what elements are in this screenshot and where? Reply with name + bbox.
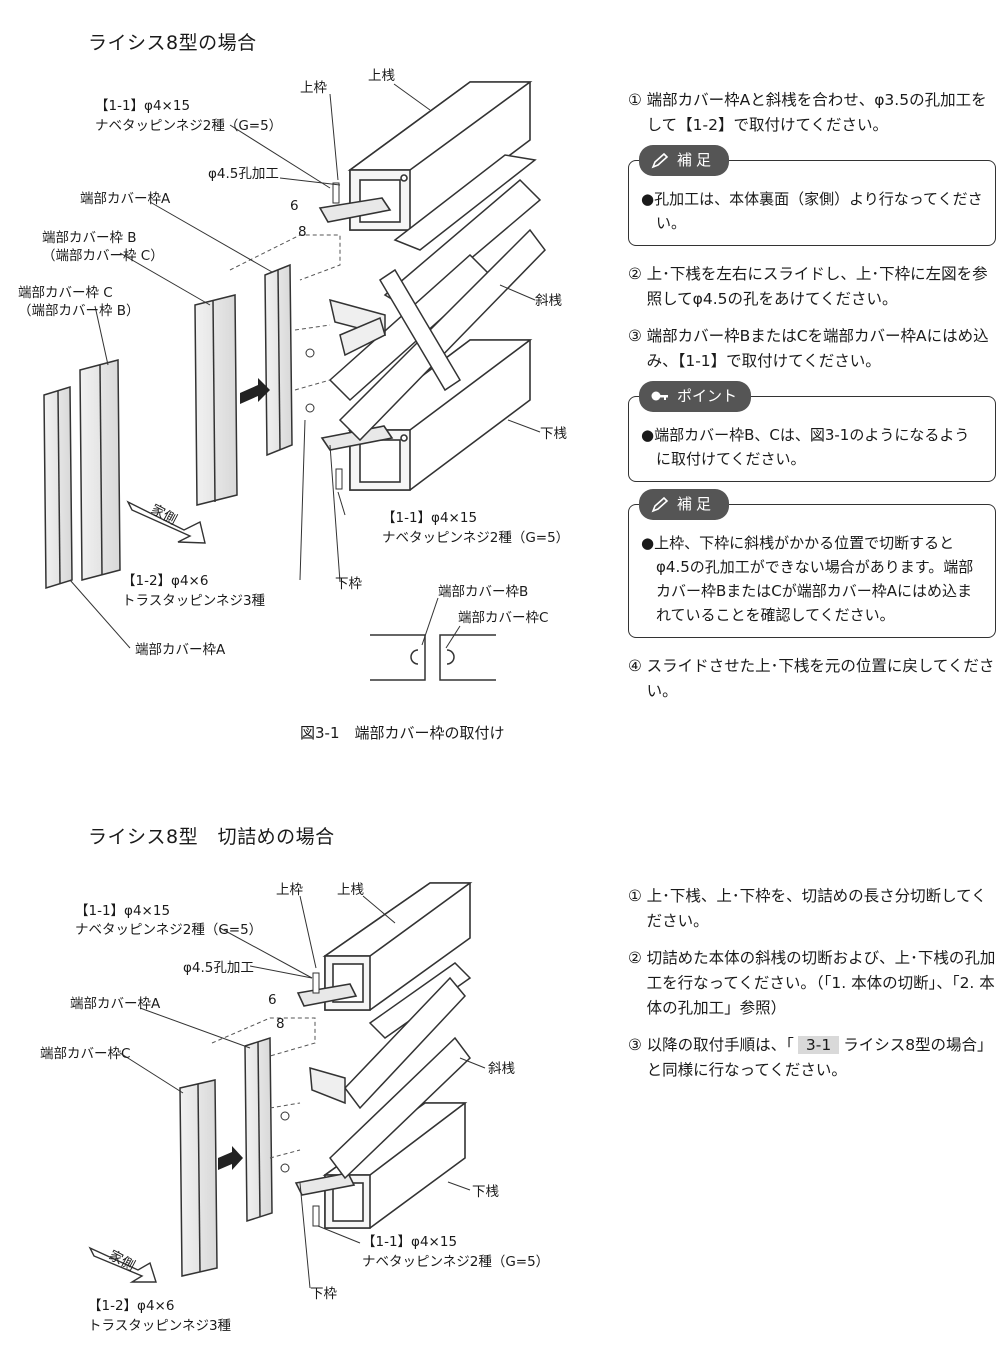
label-ue-san: 上桟	[368, 68, 395, 84]
section-view-drawing	[370, 634, 496, 681]
label-screw-1-2-b: トラスタッピンネジ3種	[122, 593, 266, 609]
lower-rail-drawing	[294, 1102, 468, 1229]
section1-heading: ライシス8型の場合	[88, 32, 257, 54]
label-shita-waku: 下枠	[310, 1286, 337, 1302]
upper-rail-drawing	[318, 81, 533, 231]
label-hole: φ4.5孔加工	[208, 166, 279, 182]
label-section-b: 端部カバー枠B	[438, 584, 528, 600]
label-cover-b-a: 端部カバー枠 B	[42, 230, 137, 246]
note-tag: ポイント	[639, 381, 752, 412]
label-dim-8: 8	[298, 224, 307, 240]
label-section-c: 端部カバー枠C	[458, 610, 548, 626]
note-hosoku-2: 補足 ●上枠、下枠に斜桟がかかる位置で切断するとφ4.5の孔加工ができない場合が…	[628, 489, 996, 638]
label-screw-1-1-top-a: 【1-1】φ4×15	[95, 98, 190, 114]
label-shasan: 斜桟	[535, 293, 563, 309]
figure-cut-down: 上枠 上桟 【1-1】φ4×15 ナベタッピンネジ2種（G=5） φ4.5孔加工…	[0, 868, 620, 1348]
note-tag: 補足	[639, 489, 730, 520]
note-point: ポイント ●端部カバー枠B、Cは、図3-1のようになるように取付けてください。	[628, 381, 996, 482]
label-ue-waku: 上枠	[300, 80, 327, 96]
label-cover-a: 端部カバー枠A	[70, 996, 161, 1012]
label-shita-waku: 下枠	[335, 576, 362, 592]
assembly-arrows-drawing	[126, 182, 343, 544]
label-dim-8: 8	[276, 1016, 285, 1032]
assembly-arrows-drawing	[88, 972, 320, 1283]
label-dim-6: 6	[290, 198, 299, 214]
label-screw-1-1-bot-a: 【1-1】φ4×15	[362, 1234, 457, 1250]
section-ref-chip: 3-1	[797, 1036, 840, 1054]
pencil-icon	[649, 495, 671, 515]
label-screw-1-2-b: トラスタッピンネジ3種	[88, 1318, 232, 1334]
label-cover-c-a: 端部カバー枠 C	[18, 285, 113, 301]
label-cover-a-bottom: 端部カバー枠A	[135, 642, 226, 658]
label-ue-san: 上桟	[337, 882, 364, 898]
label-screw-1-1-top-b: ナベタッピンネジ2種（G=5）	[95, 118, 282, 134]
note-item: ●孔加工は、本体裏面（家側）より行なってください。	[641, 190, 983, 232]
label-screw-1-1-top-b: ナベタッピンネジ2種（G=5）	[75, 922, 262, 938]
label-cover-a-top: 端部カバー枠A	[80, 191, 171, 207]
guide-lines-drawing	[211, 1017, 316, 1159]
label-cover-c-b: （端部カバー枠 B）	[18, 303, 140, 319]
figure-3-1: 上枠 上桟 【1-1】φ4×15 ナベタッピンネジ2種（G=5） φ4.5孔加工…	[0, 60, 620, 750]
label-ue-waku: 上枠	[276, 882, 303, 898]
label-dim-6: 6	[268, 992, 277, 1008]
note-item: ●上枠、下枠に斜桟がかかる位置で切断するとφ4.5の孔加工ができない場合がありま…	[641, 534, 974, 624]
label-cover-b-b: （端部カバー枠 C）	[42, 248, 164, 264]
label-screw-1-1-top-a: 【1-1】φ4×15	[75, 903, 170, 919]
label-screw-1-1-bot-b: ナベタッピンネジ2種（G=5）	[382, 530, 569, 546]
label-screw-1-2-a: 【1-2】φ4×6	[88, 1298, 174, 1314]
pencil-icon	[649, 151, 671, 171]
figure-caption: 図3-1 端部カバー枠の取付け	[300, 724, 505, 742]
note-item: ●端部カバー枠B、Cは、図3-1のようになるように取付けてください。	[641, 426, 970, 468]
label-screw-1-1-bot-a: 【1-1】φ4×15	[382, 510, 477, 526]
label-screw-1-2-a: 【1-2】φ4×6	[122, 573, 208, 589]
label-cover-c: 端部カバー枠C	[40, 1046, 130, 1062]
upper-rail-drawing	[296, 882, 473, 1011]
note-tag: 補足	[639, 145, 730, 176]
section2-heading: ライシス8型 切詰めの場合	[88, 826, 335, 848]
cover-frames-drawing	[179, 1036, 273, 1277]
label-hole: φ4.5孔加工	[183, 960, 254, 976]
label-shita-san: 下桟	[472, 1184, 499, 1200]
label-shasan: 斜桟	[488, 1061, 516, 1077]
label-shita-san: 下桟	[540, 426, 568, 442]
guide-lines-drawing	[229, 234, 341, 391]
diagonal-slats-drawing	[328, 154, 546, 442]
key-icon	[649, 387, 671, 407]
diagonal-slats-drawing	[309, 962, 472, 1180]
leader-lines	[119, 895, 486, 1289]
note-hosoku-1: 補足 ●孔加工は、本体裏面（家側）より行なってください。	[628, 145, 996, 246]
leader-lines	[69, 83, 541, 649]
cover-frames-drawing	[43, 263, 293, 590]
label-screw-1-1-bot-b: ナベタッピンネジ2種（G=5）	[362, 1254, 549, 1270]
